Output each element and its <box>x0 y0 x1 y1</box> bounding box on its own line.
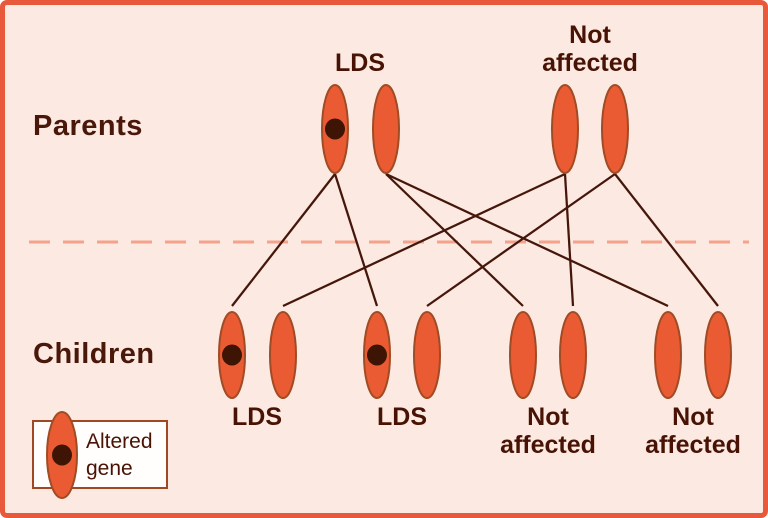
connection-line-p1c0-k0c1 <box>282 172 566 308</box>
chromosome-k1c1 <box>413 311 441 399</box>
parents-row-label: Parents <box>33 110 143 142</box>
altered-gene-dot-p0c0 <box>325 118 345 140</box>
legend-label: Altered gene <box>86 430 153 480</box>
chromosome-p0c1 <box>372 84 400 174</box>
child-group-label-3: Not affected <box>500 403 596 459</box>
chromosome-p1c0 <box>551 84 579 174</box>
chromosome-k3c0 <box>654 311 682 399</box>
parent-group-label-lds: LDS <box>335 49 385 77</box>
legend-altered-gene-dot <box>52 444 72 466</box>
child-group-label-2: LDS <box>377 403 427 431</box>
child-group-label-4: Not affected <box>645 403 741 459</box>
connection-line-p0c1-k2c0 <box>385 173 524 307</box>
children-row-label: Children <box>33 338 155 370</box>
chromosome-k3c1 <box>704 311 732 399</box>
chromosome-k2c1 <box>559 311 587 399</box>
connection-line-p0c0-k1c0 <box>333 173 379 307</box>
connection-line-p1c1-k3c1 <box>614 173 719 307</box>
connection-line-p0c0-k0c0 <box>231 173 336 307</box>
connection-line-p0c1-k3c0 <box>385 172 669 308</box>
chromosome-k2c0 <box>509 311 537 399</box>
chromosome-p1c1 <box>601 84 629 174</box>
chromosome-k0c1 <box>269 311 297 399</box>
pedigree-graphics <box>29 84 749 499</box>
altered-gene-dot-k0c0 <box>222 344 242 366</box>
connection-line-p1c1-k1c1 <box>426 173 616 307</box>
child-group-label-1: LDS <box>232 403 282 431</box>
parent-group-label-not-affected: Not affected <box>542 21 638 77</box>
connection-line-p1c0-k2c1 <box>563 173 575 307</box>
altered-gene-dot-k1c0 <box>367 344 387 366</box>
